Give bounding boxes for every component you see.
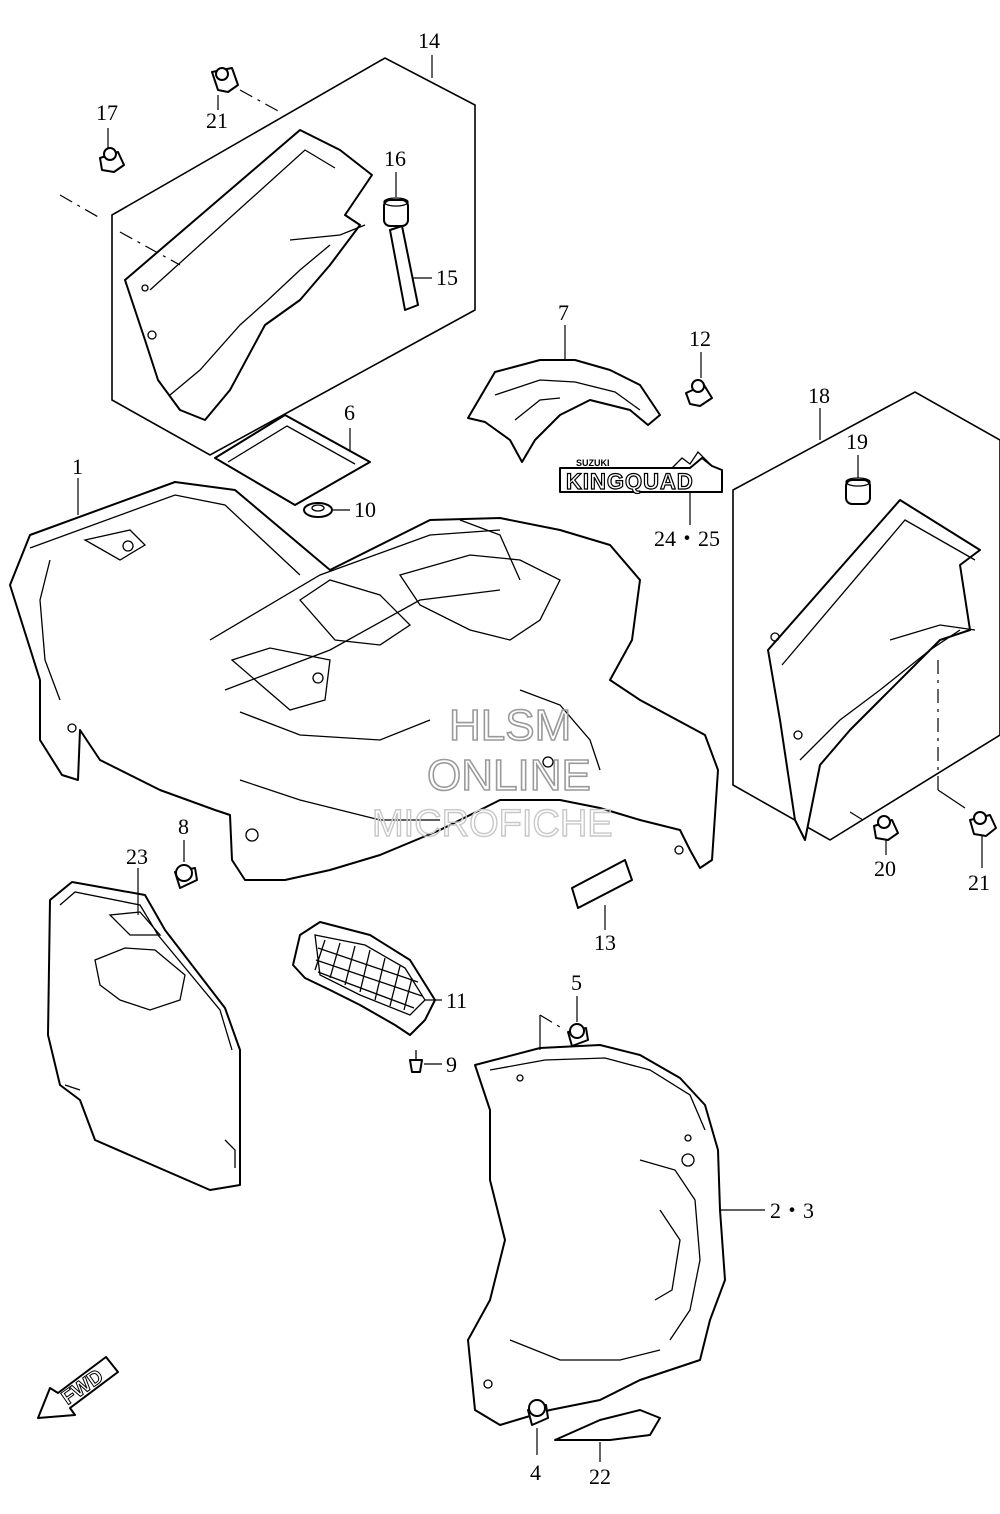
bolt-4[interactable] [527,1399,549,1426]
clip-17[interactable] [99,147,125,173]
label-5: 5 [571,970,582,995]
label-21-right: 21 [968,870,990,895]
watermark-line-1: HLSM [449,701,571,750]
bolt-5[interactable] [567,1023,589,1047]
cover-6[interactable] [214,414,371,506]
label-11: 11 [446,988,467,1013]
inner-panel-right[interactable] [767,499,981,841]
bushing-19[interactable] [845,477,871,505]
label-22: 22 [589,1464,611,1489]
screw-9[interactable] [409,1050,423,1073]
label-4: 4 [530,1460,541,1485]
decal-brand: SUZUKI [576,458,610,468]
bolt-8[interactable] [174,864,198,889]
watermark-line-2: ONLINE [427,751,591,800]
label-17: 17 [96,100,118,125]
fwd-direction-badge: FWD [37,1356,119,1419]
label-14: 14 [418,28,440,53]
front-fender-1[interactable] [9,481,719,881]
pad-15[interactable] [389,225,419,311]
kingquad-decal[interactable]: SUZUKI KINGQUAD [559,450,723,495]
inner-fender-2-3[interactable] [467,1044,726,1426]
label-7: 7 [558,300,569,325]
grille-11[interactable] [292,921,436,1036]
group-box-14 [111,57,476,456]
clip-21-left[interactable] [211,67,239,93]
label-9: 9 [446,1052,457,1077]
inner-panel-left[interactable] [124,129,373,421]
label-12: 12 [689,326,711,351]
mud-guard-23[interactable] [47,881,241,1191]
label-24-25: 24・25 [654,526,720,551]
label-13: 13 [594,930,616,955]
label-1: 1 [72,454,83,479]
label-18: 18 [808,383,830,408]
label-2-3: 2・3 [770,1198,814,1223]
label-6: 6 [344,400,355,425]
pad-22[interactable] [554,1409,661,1441]
label-23: 23 [126,844,148,869]
watermark-line-3: MICROFICHE [372,803,613,845]
group-box-18 [732,391,1000,841]
label-10: 10 [354,497,376,522]
decal-model: KINGQUAD [566,469,694,494]
label-15: 15 [436,265,458,290]
clip-20[interactable] [873,815,899,841]
watermark: HLSM ONLINE MICROFICHE [371,700,613,846]
label-16: 16 [384,146,406,171]
grommet-10[interactable] [303,502,333,518]
cover-7[interactable] [467,359,661,463]
clip-12[interactable] [685,379,713,407]
bushing-16[interactable] [383,197,409,227]
label-19: 19 [846,429,868,454]
label-21-left: 21 [206,108,228,133]
label-20: 20 [874,856,896,881]
clip-21-right[interactable] [969,811,997,837]
label-8: 8 [178,814,189,839]
pad-13[interactable] [571,859,633,909]
